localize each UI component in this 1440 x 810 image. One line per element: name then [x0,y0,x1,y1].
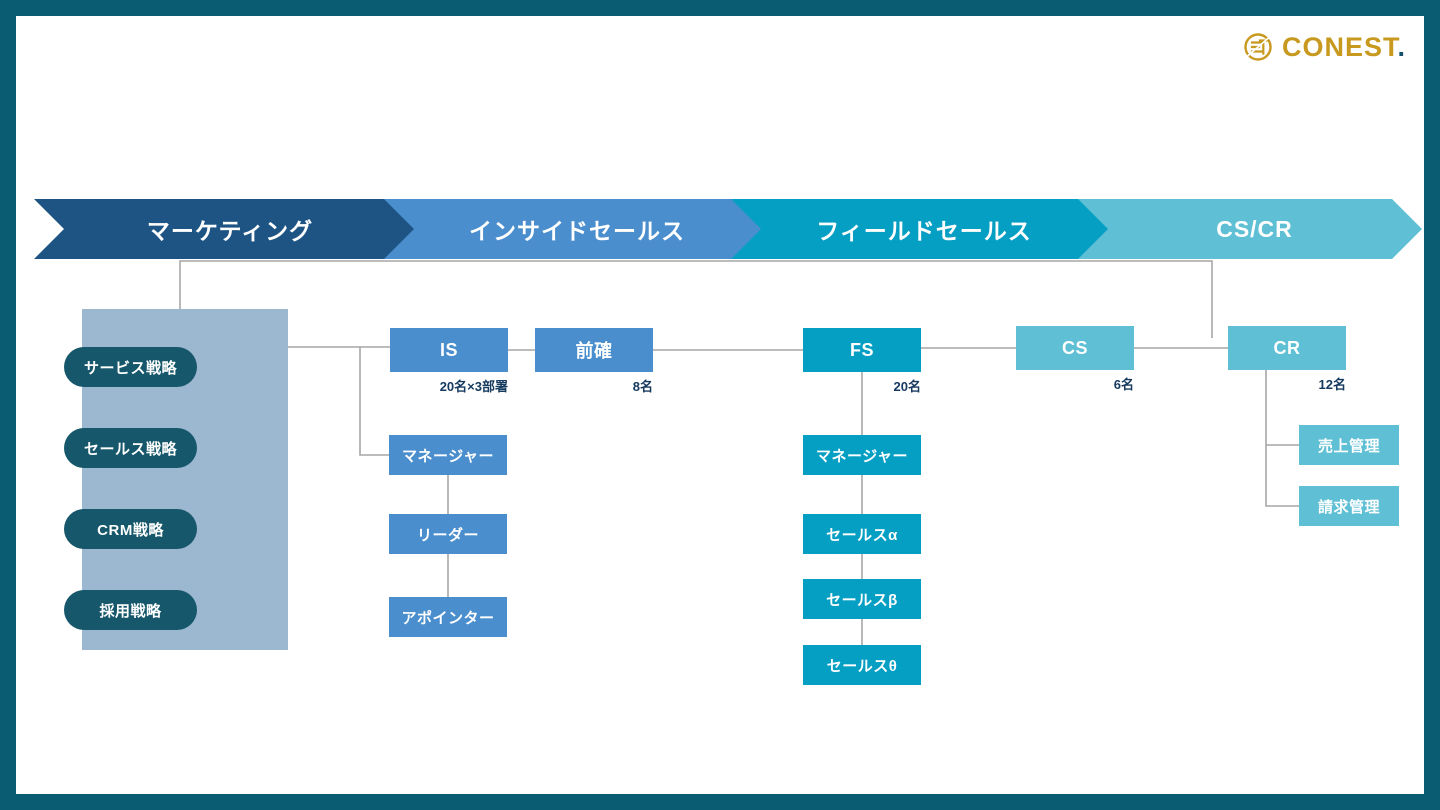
logo-wordmark: CONEST. [1281,31,1406,62]
node-is-manager[interactable]: マネージャー [389,435,507,475]
node-cr[interactable]: CR [1228,326,1346,370]
node-label: マネージャー [816,447,908,465]
caption-zenkaku: 8名 [632,379,653,394]
caption-cs: 6名 [1113,377,1134,392]
node-label: IS [439,339,458,360]
banner-stage-label: マーケティング [146,218,314,244]
node-label: セールスβ [826,591,898,609]
pipeline-banner: マーケティング インサイドセールス フィールドセールス CS/CR [34,199,1422,259]
node-fs-manager[interactable]: マネージャー [803,435,921,475]
node-label: セールスθ [826,657,898,675]
strategy-pill-label: CRM戦略 [97,521,164,539]
node-is[interactable]: IS [390,328,508,372]
banner-stage-inside-sales[interactable]: インサイドセールス [381,199,761,259]
conest-monogram-icon [1243,32,1273,62]
strategy-pill-label: セールス戦略 [83,440,177,458]
node-is-appointer[interactable]: アポインター [389,597,507,637]
node-label: FS [849,339,874,360]
banner-stage-cs-cr[interactable]: CS/CR [1075,199,1422,259]
node-label: アポインター [401,609,495,627]
caption-is: 20名×3部署 [439,379,508,394]
banner-stage-label: インサイドセールス [469,218,685,244]
logo-dot: . [1397,31,1406,62]
strategy-pill-label: 採用戦略 [99,602,162,620]
node-label: 請求管理 [1317,498,1380,516]
banner-stage-marketing[interactable]: マーケティング [34,199,414,259]
logo-word-text: CONEST [1281,31,1398,62]
node-cr-revenue-management[interactable]: 売上管理 [1299,425,1399,465]
caption-fs: 20名 [893,379,921,394]
slide-canvas: CONEST. [16,16,1424,794]
conest-logo: CONEST. [1243,32,1406,62]
strategy-pill-recruiting[interactable]: 採用戦略 [64,590,197,630]
node-label: 前確 [575,341,613,361]
banner-stage-label: CS/CR [1216,215,1293,242]
node-fs-sales-theta[interactable]: セールスθ [803,645,921,685]
node-label: CS [1061,337,1088,358]
node-is-leader[interactable]: リーダー [389,514,507,554]
node-zenkaku[interactable]: 前確 [535,328,653,372]
banner-stage-label: フィールドセールス [816,218,1032,244]
strategy-pill-label: サービス戦略 [83,359,177,377]
caption-cr: 12名 [1318,377,1346,392]
node-label: CR [1273,337,1301,358]
node-label: セールスα [826,526,898,544]
node-cr-billing-management[interactable]: 請求管理 [1299,486,1399,526]
node-fs-sales-alpha[interactable]: セールスα [803,514,921,554]
connector-lines [179,260,1299,645]
strategy-panel: サービス戦略 セールス戦略 CRM戦略 採用戦略 [64,309,288,650]
node-label: マネージャー [402,447,494,465]
node-fs[interactable]: FS [803,328,921,372]
node-cs[interactable]: CS [1016,326,1134,370]
node-label: リーダー [416,526,479,544]
node-fs-sales-beta[interactable]: セールスβ [803,579,921,619]
strategy-pill-service[interactable]: サービス戦略 [64,347,197,387]
strategy-pill-sales[interactable]: セールス戦略 [64,428,197,468]
node-label: 売上管理 [1317,437,1380,455]
banner-stage-field-sales[interactable]: フィールドセールス [728,199,1108,259]
strategy-pill-crm[interactable]: CRM戦略 [64,509,197,549]
